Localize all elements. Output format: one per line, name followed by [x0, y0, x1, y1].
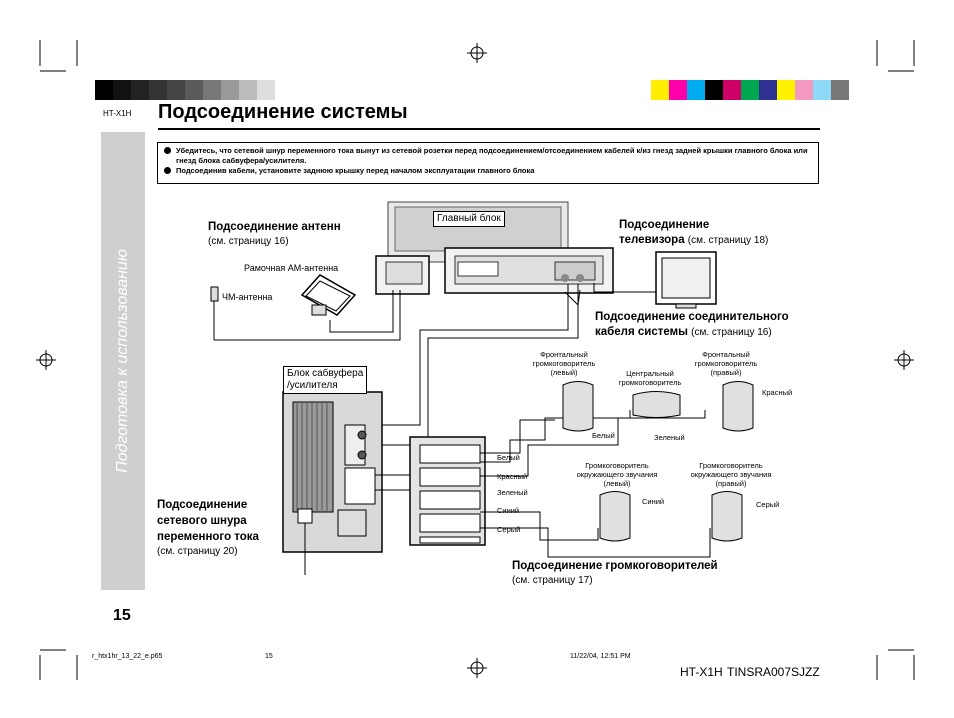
main-unit-label: Главный блок: [433, 211, 505, 227]
rear-right-color: Серый: [756, 500, 780, 509]
wire-blue-label: Синий: [497, 506, 520, 515]
color-swatch: [723, 80, 741, 100]
speakers-heading: Подсоединение громкоговорителей: [512, 560, 718, 572]
tv-heading: телевизора (см. страницу 18): [619, 234, 769, 246]
footer-code: TINSRA007SJZZ: [727, 665, 820, 679]
color-swatch: [131, 80, 149, 100]
color-swatch: [705, 80, 723, 100]
color-swatch: [167, 80, 185, 100]
color-swatch: [831, 80, 849, 100]
color-swatch: [651, 80, 669, 100]
system-cable-heading: кабеля системы (см. страницу 16): [595, 326, 772, 338]
color-swatch: [257, 80, 275, 100]
ac-heading-1: Подсоединение: [157, 499, 248, 511]
rear-left-color: Синий: [642, 497, 665, 506]
tv-heading-1: Подсоединение: [619, 219, 710, 231]
subwoofer-label: Блок сабвуфера/усилителя: [283, 366, 368, 394]
color-swatch: [813, 80, 831, 100]
wire-red-label: Красный: [497, 472, 528, 481]
rear-right-label: Громкоговоритель окружающего звучания (п…: [690, 461, 772, 488]
system-cable-heading-1: Подсоединение соединительного: [595, 311, 789, 323]
center-label: Центральный громкоговоритель: [618, 369, 682, 387]
bullet-icon: [164, 147, 171, 154]
wire-gray-label: Серый: [497, 525, 521, 534]
title-rule: [158, 128, 820, 130]
antenna-ref: (см. страницу 16): [208, 236, 289, 247]
front-right-color: Красный: [762, 388, 793, 397]
wire-white-label: Белый: [497, 453, 520, 462]
antenna-heading: Подсоединение антенн: [208, 221, 341, 233]
model-label: HT-X1H: [103, 109, 132, 118]
ac-heading-3: переменного тока: [157, 531, 259, 543]
am-antenna-illustration: [300, 274, 357, 316]
speaker-terminal-panel: [409, 436, 486, 546]
rear-left-label: Громкоговоритель окружающего звучания (л…: [576, 461, 658, 488]
warning-box: Убедитесь, что сетевой шнур переменного …: [157, 142, 819, 184]
tv-illustration: [655, 251, 717, 309]
color-swatch: [185, 80, 203, 100]
bullet-icon: [164, 167, 171, 174]
color-swatch: [113, 80, 131, 100]
front-left-label: Фронтальный громкоговоритель (левый): [532, 350, 596, 377]
color-swatch: [221, 80, 239, 100]
side-tab: Подготовка к использованию: [101, 132, 145, 590]
footer-file: r_htx1hr_13_22_e.p65: [92, 653, 163, 660]
color-swatch: [687, 80, 705, 100]
speakers-ref: (см. страницу 17): [512, 575, 593, 586]
page-title: Подсоединение системы: [158, 101, 408, 123]
color-swatch: [777, 80, 795, 100]
color-swatch: [149, 80, 167, 100]
color-swatch: [759, 80, 777, 100]
am-antenna-label: Рамочная АМ-антенна: [244, 263, 339, 273]
speakers-illustration: [562, 381, 754, 542]
registration-mark-top: [467, 43, 487, 63]
color-swatch: [239, 80, 257, 100]
wire-green-label: Зеленый: [497, 488, 528, 497]
note-item: Убедитесь, что сетевой шнур переменного …: [164, 146, 812, 166]
main-unit-illustration: [375, 201, 614, 295]
center-color: Зеленый: [654, 433, 685, 442]
ac-heading-2: сетевого шнура: [157, 515, 247, 527]
fm-antenna-label: ЧМ-антенна: [222, 292, 273, 302]
front-right-label: Фронтальный громкоговоритель (правый): [694, 350, 758, 377]
note-item: Подсоединив кабели, установите заднюю кр…: [164, 166, 812, 176]
front-left-color: Белый: [592, 431, 615, 440]
color-swatch: [95, 80, 113, 100]
footer-model: HT-X1H: [680, 665, 723, 679]
footer-page: 15: [265, 653, 273, 660]
fm-antenna-illustration: [210, 286, 401, 341]
page-number: 15: [113, 607, 131, 624]
ac-ref: (см. страницу 20): [157, 546, 238, 557]
subwoofer-illustration: [282, 391, 383, 575]
footer-date: 11/22/04, 12:51 PM: [570, 653, 631, 660]
color-swatch: [669, 80, 687, 100]
color-swatch: [741, 80, 759, 100]
color-swatch: [203, 80, 221, 100]
color-swatch: [795, 80, 813, 100]
